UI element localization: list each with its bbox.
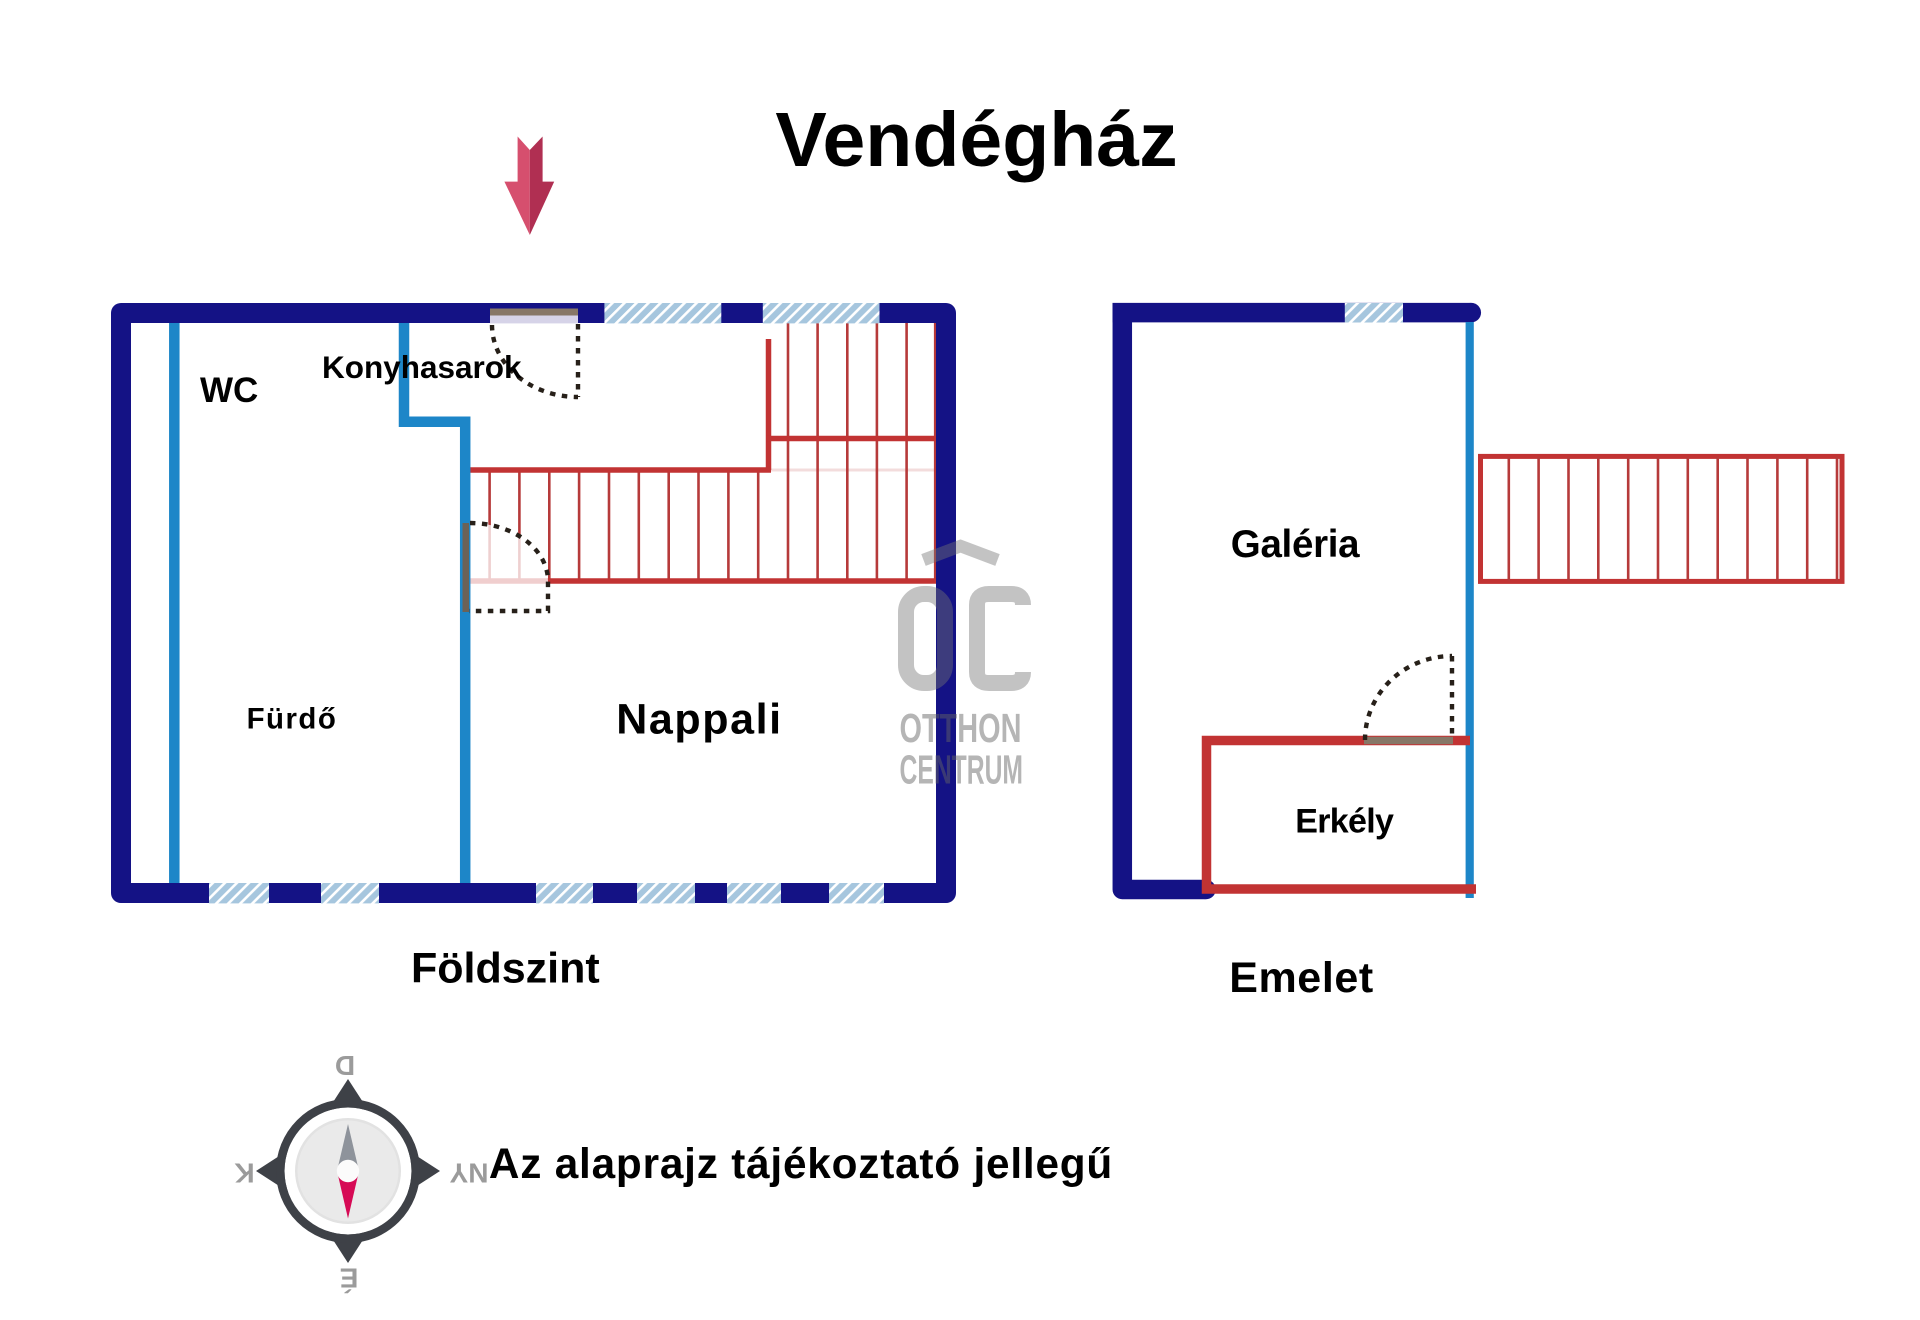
svg-text:Erkély: Erkély: [1295, 802, 1394, 840]
svg-text:Vendégház: Vendégház: [775, 97, 1177, 183]
svg-text:Emelet: Emelet: [1229, 954, 1374, 1002]
svg-text:K: K: [234, 1157, 254, 1188]
svg-text:NY: NY: [449, 1157, 488, 1188]
svg-text:Földszint: Földszint: [411, 945, 600, 993]
svg-text:CENTRUM: CENTRUM: [900, 746, 1024, 792]
svg-text:Az alaprajz tájékoztató jelleg: Az alaprajz tájékoztató jellegű: [489, 1140, 1113, 1187]
svg-text:Galéria: Galéria: [1231, 523, 1360, 566]
svg-text:Nappali: Nappali: [616, 696, 783, 744]
svg-text:Fürdő: Fürdő: [247, 703, 338, 736]
svg-text:D: D: [335, 1050, 355, 1081]
svg-text:É: É: [340, 1262, 359, 1293]
svg-text:WC: WC: [200, 371, 258, 410]
svg-text:OTTHON: OTTHON: [900, 705, 1022, 751]
svg-text:Konyhasarok: Konyhasarok: [322, 349, 522, 385]
